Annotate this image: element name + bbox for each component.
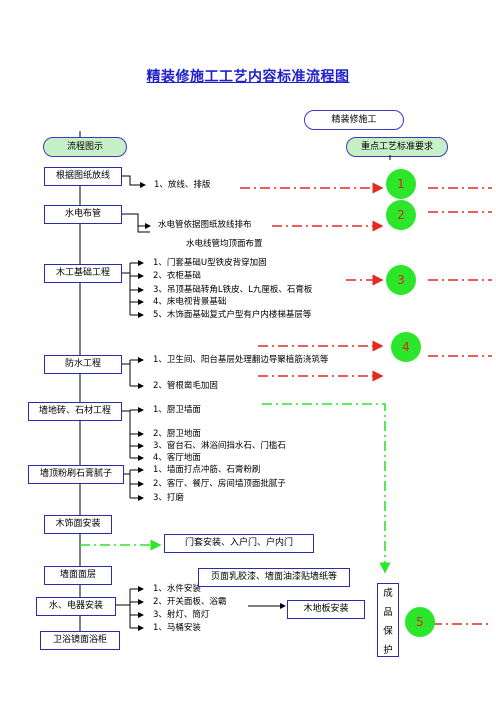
detail-fixture-3: 3、射灯、筒灯 [153,610,210,620]
protection-char-2: 品 [383,607,393,618]
flow-legend-pill: 流程图示 [43,137,127,157]
step-carpentry-base: 木工基础工程 [44,264,122,283]
detail-tile-3: 3、窗台石、淋浴间挡水石、门槛石 [153,441,286,451]
detail-carpentry-1: 1、门套基础U型铁皮背穿加固 [153,258,267,268]
protection-char-4: 护 [383,645,393,656]
wall-coating-box: 页面乳胶漆、墙面油漆贴墙纸等 [198,568,350,587]
protection-char-3: 保 [383,626,393,637]
top-pill: 精装修施工 [304,110,404,130]
detail-tile-4: 4、客厅地面 [153,453,201,463]
step-wall-ceiling-putty: 墙顶粉刷石膏腻子 [28,465,124,484]
step-bath-mirror-cabinet: 卫浴镜面浴柜 [40,631,120,650]
detail-tile-2: 2、厨卫地面 [153,429,201,439]
protection-char-1: 成 [383,588,393,599]
detail-carpentry-5: 5、木饰面基础复式户型有户内楼梯基层等 [153,310,312,320]
step-layout-marking: 根据图纸放线 [44,167,122,186]
detail-tile-1: 1、厨卫墙面 [153,405,201,415]
detail-conduit-1: 水电管依据图纸放线排布 [158,220,252,230]
marker-circle-4: 4 [391,332,421,362]
step-wall-finish: 墙面面层 [44,566,112,585]
detail-layout: 1、放线、排版 [154,180,211,190]
detail-putty-2: 2、客厅、餐厅、房间墙顶面批腻子 [153,479,286,489]
detail-waterproof-2: 2、管根凿毛加固 [153,381,218,391]
step-waterproofing: 防水工程 [44,355,122,374]
detail-carpentry-4: 4、床电视背景基础 [153,297,227,307]
detail-putty-1: 1、墙面打点冲筋、石膏粉刷 [153,465,261,475]
door-install-box: 门套安装、入户门、户内门 [164,534,314,553]
detail-fixture-2: 2、开关面板、浴霸 [153,597,227,607]
wood-floor-box: 木地板安装 [287,600,365,619]
detail-carpentry-2: 2、衣柜基础 [153,271,201,281]
finished-product-protection-box: 成 品 保 护 [377,583,399,657]
standards-pill: 重点工艺标准要求 [346,137,448,157]
detail-putty-3: 3、打磨 [153,493,184,503]
step-tile-stone: 墙地砖、石材工程 [28,402,122,421]
detail-fixture-4: 1、马桶安装 [153,623,201,633]
marker-circle-1: 1 [386,169,416,199]
page-title: 精装修施工工艺内容标准流程图 [146,69,350,85]
marker-circle-5: 5 [405,607,435,637]
detail-fixture-1: 1、水件安装 [153,584,201,594]
marker-circle-3: 3 [386,265,416,295]
step-plumbing-electrical-conduit: 水电布管 [44,205,122,224]
marker-circle-2: 2 [386,200,416,230]
detail-carpentry-3: 3、吊顶基础转角L铁皮、L九厘板、石膏板 [153,285,313,295]
step-wood-veneer-install: 木饰面安装 [44,515,112,534]
detail-conduit-2: 水电线管均顶面布置 [186,239,263,249]
step-plumbing-electrical-fixtures: 水、电器安装 [36,597,116,616]
detail-waterproof-1: 1、卫生间、阳台基层处理翻边导聚植筋浇筑等 [153,355,329,365]
